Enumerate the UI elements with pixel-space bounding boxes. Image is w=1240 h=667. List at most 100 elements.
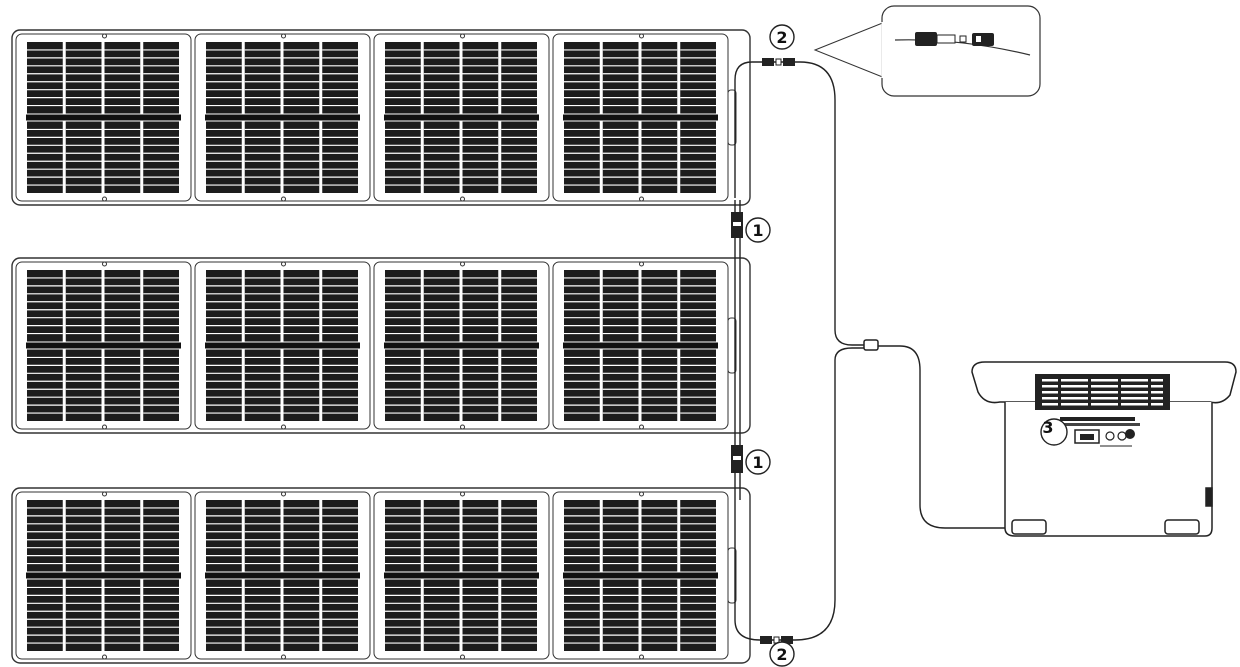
vent-rib: [1058, 376, 1061, 408]
module-busbar: [26, 342, 181, 349]
solar-cell-block: [143, 579, 179, 651]
branch-junction-icon: [863, 339, 879, 351]
mount-hole-icon: [639, 33, 644, 39]
mount-hole-icon: [639, 654, 644, 660]
mount-hole-icon: [460, 33, 465, 39]
parallel-connector-icon: [731, 445, 743, 473]
solar-cell-block: [27, 500, 63, 572]
solar-cell-block: [206, 121, 242, 193]
solar-cell-block: [143, 349, 179, 421]
vent-slot: [1042, 385, 1163, 388]
mount-hole-icon: [460, 424, 465, 430]
solar-cell-block: [27, 349, 63, 421]
solar-cell-block: [322, 349, 358, 421]
output-cable: [878, 345, 1015, 529]
station-port-panel: [1060, 417, 1140, 447]
solar-cell-block: [244, 349, 281, 421]
solar-cell-block: [322, 579, 358, 651]
solar-panel-row: [11, 487, 751, 664]
solar-module: [552, 491, 729, 660]
solar-cell-block: [244, 42, 281, 114]
solar-cell-block: [564, 42, 600, 114]
solar-cell-block: [385, 349, 421, 421]
callout-branch-bottom: 2: [769, 641, 795, 667]
solar-cell-block: [27, 121, 63, 193]
solar-panel-row: [11, 29, 751, 206]
solar-cell-block: [65, 500, 102, 572]
solar-cell-block: [680, 579, 716, 651]
solar-module: [194, 33, 371, 202]
solar-cell-block: [206, 42, 242, 114]
solar-cell-block: [143, 270, 179, 342]
module-busbar: [563, 572, 718, 579]
vent-rib: [1148, 376, 1151, 408]
solar-cell-block: [322, 270, 358, 342]
mount-hole-icon: [639, 261, 644, 267]
callout-number: 2: [776, 645, 787, 664]
solar-cell-block: [283, 500, 320, 572]
junction-box-icon: [727, 547, 737, 604]
solar-cell-block: [680, 270, 716, 342]
solar-cell-block: [423, 579, 460, 651]
parallel-connector-icon: [731, 212, 743, 238]
solar-cell-block: [283, 121, 320, 193]
solar-cell-block: [564, 270, 600, 342]
mount-hole-icon: [639, 491, 644, 497]
mount-hole-icon: [639, 196, 644, 202]
mount-hole-icon: [639, 424, 644, 430]
solar-cell-block: [462, 579, 499, 651]
solar-cell-block: [423, 349, 460, 421]
solar-cell-block: [423, 500, 460, 572]
solar-cell-block: [65, 349, 102, 421]
solar-cell-block: [385, 270, 421, 342]
mount-hole-icon: [102, 491, 107, 497]
solar-cell-block: [385, 42, 421, 114]
solar-module: [552, 33, 729, 202]
module-busbar: [26, 114, 181, 121]
mount-hole-icon: [460, 654, 465, 660]
callout-branch-top: 2: [769, 24, 795, 50]
solar-cell-block: [104, 579, 141, 651]
solar-cell-block: [65, 42, 102, 114]
module-busbar: [205, 342, 360, 349]
solar-cell-block: [680, 349, 716, 421]
solar-module: [373, 491, 550, 660]
mount-hole-icon: [102, 654, 107, 660]
solar-cell-block: [104, 42, 141, 114]
solar-module: [194, 261, 371, 430]
mount-hole-icon: [281, 33, 286, 39]
mount-hole-icon: [281, 196, 286, 202]
solar-cell-block: [65, 579, 102, 651]
solar-cell-block: [206, 270, 242, 342]
mount-hole-icon: [460, 491, 465, 497]
mount-hole-icon: [460, 196, 465, 202]
callout-input-port: 3: [1040, 418, 1068, 446]
solar-cell-block: [641, 579, 678, 651]
solar-cell-block: [602, 121, 639, 193]
solar-cell-block: [104, 270, 141, 342]
callout-parallel-top: 1: [745, 217, 771, 243]
module-busbar: [205, 114, 360, 121]
solar-cell-block: [423, 121, 460, 193]
solar-module: [15, 33, 192, 202]
solar-cell-block: [641, 349, 678, 421]
module-busbar: [384, 342, 539, 349]
mount-hole-icon: [281, 261, 286, 267]
mount-hole-icon: [102, 33, 107, 39]
callout-parallel-bottom: 1: [745, 449, 771, 475]
module-busbar: [26, 572, 181, 579]
solar-cell-block: [104, 500, 141, 572]
vent-slot: [1042, 391, 1163, 394]
solar-cell-block: [641, 270, 678, 342]
solar-cell-block: [462, 42, 499, 114]
solar-cell-block: [564, 579, 600, 651]
module-busbar: [384, 114, 539, 121]
solar-cell-block: [244, 579, 281, 651]
solar-cell-block: [602, 349, 639, 421]
solar-cell-block: [462, 349, 499, 421]
mount-hole-icon: [281, 424, 286, 430]
solar-cell-block: [423, 42, 460, 114]
junction-box-icon: [727, 317, 737, 374]
solar-cell-block: [680, 500, 716, 572]
solar-cell-block: [641, 42, 678, 114]
